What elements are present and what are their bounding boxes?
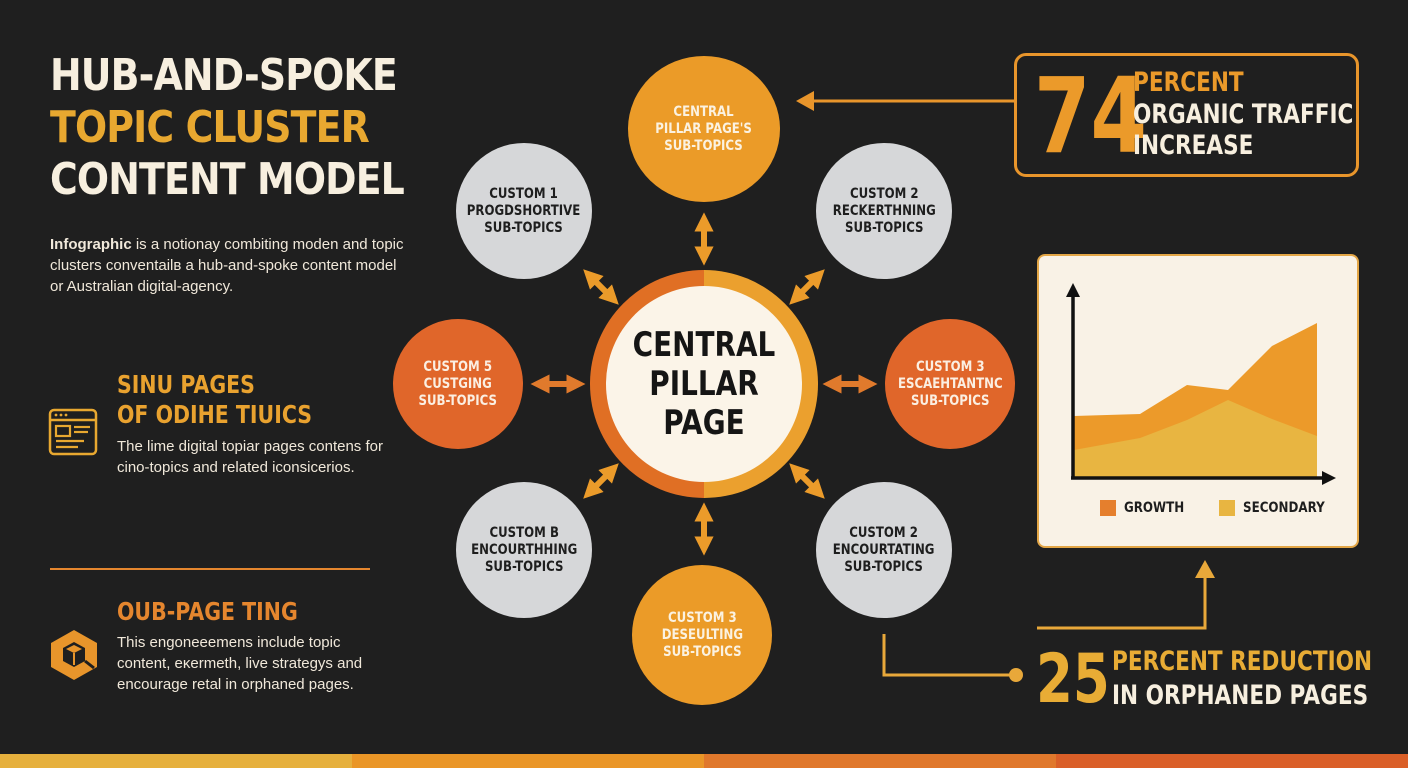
node-top[interactable]: CENTRAL PILLAR PAGE'S SUB-TOPICS: [628, 56, 780, 202]
node-bottom-right-line-3: SUB-TOPICS: [844, 558, 924, 575]
traffic-stat-line-3: INCREASE: [1133, 130, 1254, 161]
legend-growth-swatch: [1100, 500, 1116, 516]
title-line-3: CONTENT MODEL: [50, 154, 405, 205]
section-1-heading-line-2: OF ODIHE TIUICS: [117, 400, 313, 429]
node-bottom-left-line-2: ENCOURTHHING: [470, 541, 578, 558]
node-bottom-right-line-2: ENCOURTATING: [833, 541, 935, 558]
node-top-left[interactable]: CUSTOM 1 PROGDSHORTIVE SUB-TOPICS: [456, 143, 592, 279]
node-top-left-line-1: CUSTOM 1: [489, 185, 559, 202]
secondary-area: [1074, 400, 1317, 477]
node-left-line-3: SUB-TOPICS: [418, 392, 498, 409]
intro-paragraph: Infographic is a notionay combiting mode…: [50, 234, 410, 297]
node-right-line-2: ESCAEHTANTNC: [897, 375, 1003, 392]
legend-secondary-label: SECONDARY: [1242, 500, 1325, 516]
node-bottom[interactable]: CUSTOM 3 DESEULTING SUB-TOPICS: [632, 565, 772, 705]
hexagon-cube-icon: [51, 630, 97, 680]
stripe-segment-2: [352, 754, 704, 768]
legend-growth: GROWTH: [1100, 500, 1195, 516]
chart-legend: GROWTH SECONDARY: [1100, 500, 1339, 516]
central-pillar-inner: CENTRAL PILLAR PAGE: [606, 286, 802, 482]
node-top-right[interactable]: CUSTOM 2 RECKERTHNING SUB-TOPICS: [816, 143, 952, 279]
section-divider: [50, 568, 370, 570]
traffic-stat-line-2: ORGANIC TRAFFIC: [1133, 99, 1354, 130]
central-pillar-label: CENTRAL PILLAR PAGE: [632, 324, 776, 443]
node-top-left-line-3: SUB-TOPICS: [484, 219, 564, 236]
section-2-body: This engoneeemens include topic content,…: [117, 634, 363, 693]
node-right-line-1: CUSTOM 3: [915, 358, 985, 375]
orphaned-stat-number: 25: [1036, 640, 1110, 719]
node-left-line-2: CUSTGING: [423, 375, 493, 392]
node-bottom-left[interactable]: CUSTOM B ENCOURTHHING SUB-TOPICS: [456, 482, 592, 618]
node-top-line-3: SUB-TOPICS: [664, 137, 744, 154]
node-top-left-line-2: PROGDSHORTIVE: [467, 202, 581, 219]
legend-secondary-swatch: [1218, 500, 1235, 516]
traffic-stat-box: [1014, 53, 1359, 177]
orphaned-stat-line-1: PERCENT REDUCTION: [1112, 646, 1373, 677]
title-line-2: TOPIC CLUSTER: [50, 102, 370, 153]
section-2-heading: OUB-PAGE TING: [117, 597, 298, 626]
node-bottom-line-1: CUSTOM 3: [667, 609, 737, 626]
node-right[interactable]: CUSTOM 3 ESCAEHTANTNC SUB-TOPICS: [885, 319, 1015, 449]
node-left-line-1: CUSTOM 5: [423, 358, 493, 375]
traffic-stat-line-1: PERCENT: [1133, 67, 1244, 98]
traffic-stat-number: 74: [1034, 55, 1147, 177]
bottom-color-stripe: [0, 754, 1408, 768]
node-bottom-left-line-1: CUSTOM B: [489, 524, 559, 541]
node-bottom-line-3: SUB-TOPICS: [662, 643, 742, 660]
node-top-right-line-2: RECKERTHNING: [832, 202, 936, 219]
area-chart: [1066, 283, 1336, 485]
legend-growth-label: GROWTH: [1124, 500, 1185, 516]
node-top-right-line-3: SUB-TOPICS: [844, 219, 924, 236]
connector-lines: [882, 560, 1215, 682]
stripe-segment-4: [1056, 754, 1408, 768]
intro-text: is a notionay combiting moden and topic …: [50, 236, 404, 295]
node-bottom-left-line-3: SUB-TOPICS: [484, 558, 564, 575]
hub-spoke-arrows: [530, 91, 1016, 556]
node-bottom-line-2: DESEULTING: [661, 626, 743, 643]
browser-window-icon: [48, 408, 98, 456]
legend-secondary: SECONDARY: [1218, 500, 1339, 516]
node-bottom-right[interactable]: CUSTOM 2 ENCOURTATING SUB-TOPICS: [816, 482, 952, 618]
section-1-heading-line-1: SINU PAGES: [117, 370, 255, 399]
section-1-body: The lime digital topiar pages contens fo…: [117, 438, 383, 476]
node-top-line-2: PILLAR PAGE'S: [655, 120, 753, 137]
node-bottom-right-line-1: CUSTOM 2: [849, 524, 919, 541]
orphaned-stat-line-2: IN ORPHANED PAGES: [1112, 680, 1369, 711]
stripe-segment-3: [704, 754, 1056, 768]
central-pillar-hub[interactable]: CENTRAL PILLAR PAGE: [590, 270, 818, 498]
title-line-1: HUB-AND-SPOKE: [50, 50, 398, 101]
intro-bold: Infographic: [50, 236, 132, 253]
node-left[interactable]: CUSTOM 5 CUSTGING SUB-TOPICS: [393, 319, 523, 449]
stripe-segment-1: [0, 754, 352, 768]
node-top-right-line-1: CUSTOM 2: [849, 185, 919, 202]
node-top-line-1: CENTRAL: [673, 103, 735, 120]
node-right-line-3: SUB-TOPICS: [910, 392, 990, 409]
